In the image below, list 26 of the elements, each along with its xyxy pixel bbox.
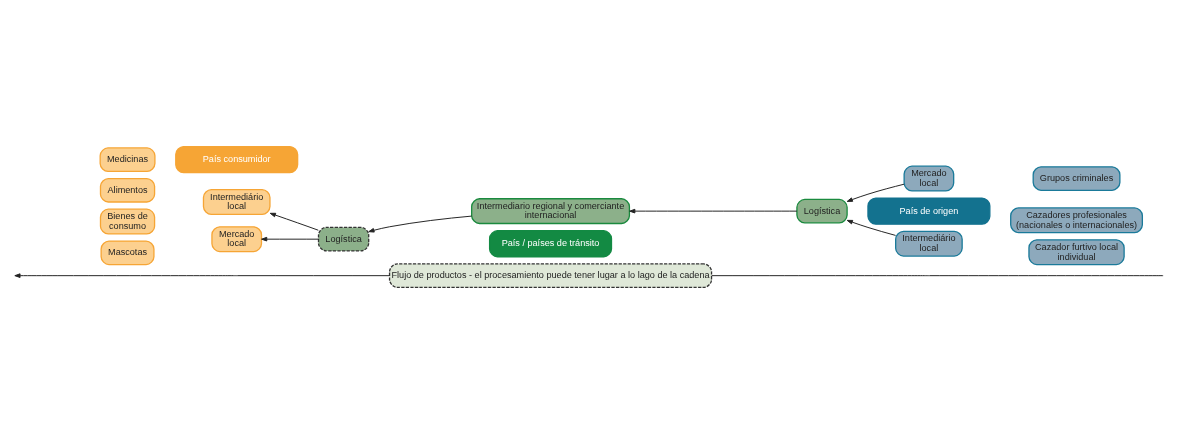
arrow (846, 183, 905, 202)
node-box: Intermediário local (202, 188, 271, 216)
node-box: Cazador furtivo local individual (1028, 239, 1125, 266)
node-box: País de origen (867, 197, 991, 225)
node-box: Cazadores profesionales (nacionales o internacionales) (1010, 207, 1143, 234)
node-box: Intermediario regional y comerciante internacional (471, 198, 631, 225)
node-box: Bienes de consumo (99, 208, 156, 235)
arrow (368, 215, 473, 233)
node-box: Mercado local (211, 226, 263, 253)
node-box: Flujo de productos - el procesamiento puede tener lugar a lo lago de la cadena (388, 263, 713, 289)
node-box: Medicinas (99, 147, 156, 173)
arrow (629, 208, 798, 214)
node-box: Intermediário local (895, 230, 963, 257)
node-box: Mascotas (100, 240, 155, 266)
arrow (261, 236, 319, 242)
arrow (14, 273, 390, 278)
node-box: País consumidor (175, 145, 299, 174)
node-box: Alimentos (99, 177, 156, 203)
connector (711, 275, 1164, 277)
node-box: Logística (317, 226, 370, 252)
node-box: País / países de tránsito (488, 230, 613, 258)
node-box: Grupos criminales (1032, 166, 1121, 191)
node-box: Logística (796, 198, 848, 224)
arrow (846, 219, 897, 236)
arrow (269, 212, 319, 231)
node-box: Mercado local (903, 165, 955, 192)
